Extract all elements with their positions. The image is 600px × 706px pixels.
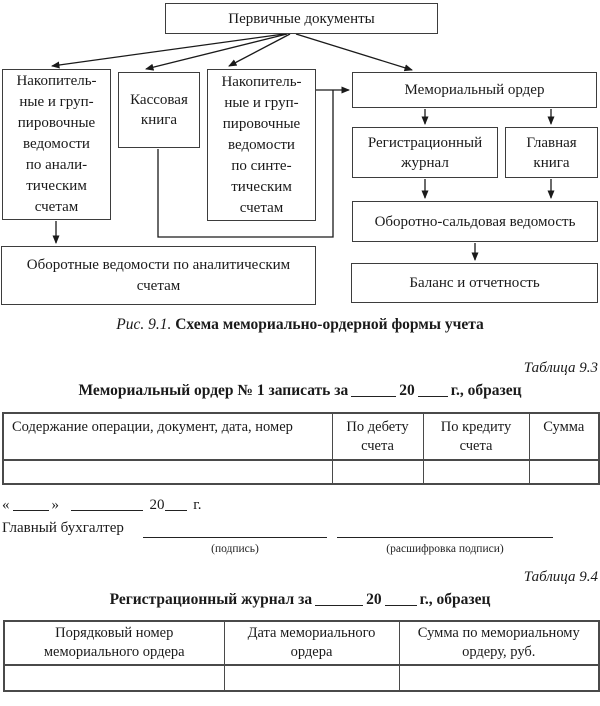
column-header-order-sum: Сумма по мемориальному ордеру, руб. xyxy=(398,620,600,666)
table-9-3-title-part2: г., образец xyxy=(450,382,522,399)
date-line: « » 20 г. xyxy=(2,497,201,514)
blank-line xyxy=(70,499,143,511)
table-cell xyxy=(398,664,600,692)
box-text-line: пировочные xyxy=(222,115,301,132)
figure-caption-number: Рис. 9.1. xyxy=(116,316,172,333)
flow-box-accum-analytic: Накопитель- ные и груп- пировочные ведом… xyxy=(2,69,111,220)
open-quote: « xyxy=(2,497,10,513)
column-header-debit: По дебету счета xyxy=(331,412,424,461)
arrow-primary-to-accum-synthetic xyxy=(228,33,291,67)
table-9-3-title-year: 20 xyxy=(399,382,415,399)
arrow-primary-to-cash-book xyxy=(145,33,288,71)
table-row xyxy=(3,664,600,692)
blank-line xyxy=(12,499,49,511)
flow-box-label: Мемориальный ордер xyxy=(404,82,545,98)
table-cell xyxy=(422,459,530,485)
table-9-4-tag: Таблица 9.4 xyxy=(523,569,598,585)
blank-line xyxy=(384,594,417,606)
box-text-line: счетам xyxy=(239,199,284,216)
box-text-line: тическим xyxy=(231,178,292,195)
signature-line xyxy=(143,537,327,538)
table-cell xyxy=(3,664,225,692)
column-header-content: Содержание операции, документ, дата, ном… xyxy=(2,412,333,461)
flow-box-label: Оборотные ведомости по аналитическим сче… xyxy=(26,256,291,294)
table-9-4-title-year: 20 xyxy=(366,591,382,608)
table-header-row: Содержание операции, документ, дата, ном… xyxy=(2,412,600,461)
flow-box-turnover-analytic: Оборотные ведомости по аналитическим сче… xyxy=(1,246,316,305)
table-cell xyxy=(528,459,600,485)
table-cell xyxy=(331,459,424,485)
figure-caption: Рис. 9.1. Схема мемориально-ордерной фор… xyxy=(0,316,600,334)
flow-box-accum-synthetic: Накопитель- ные и груп- пировочные ведом… xyxy=(207,69,316,221)
box-text-line: ные и груп- xyxy=(19,94,94,110)
flow-box-label: Баланс и отчетность xyxy=(409,275,540,291)
table-9-4-title: Регистрационный журнал за 20 г., образец xyxy=(0,591,600,609)
blank-line xyxy=(417,385,448,397)
flow-box-label: Главная книга xyxy=(526,134,577,171)
column-header-order-date: Дата мемориального ордера xyxy=(223,620,400,666)
memorial-order-table: Содержание операции, документ, дата, ном… xyxy=(2,412,600,485)
table-row xyxy=(2,459,600,485)
table-9-4-title-part1: Регистрационный журнал за xyxy=(109,591,313,608)
chief-accountant-label: Главный бухгалтер xyxy=(2,520,124,536)
box-text-line: тическим xyxy=(26,178,87,194)
flow-box-general-ledger: Главная книга xyxy=(505,127,598,178)
date-line-year: 20 xyxy=(149,497,165,513)
box-text-line: ные и груп- xyxy=(224,94,299,111)
box-text-line: по синте- xyxy=(231,157,292,174)
blank-line xyxy=(164,499,187,511)
flow-box-primary-documents: Первичные документы xyxy=(165,3,438,34)
flow-box-registration-journal: Регистрационный журнал xyxy=(352,127,498,178)
flow-box-memorial-order: Мемориальный ордер xyxy=(352,72,597,108)
table-cell xyxy=(223,664,400,692)
column-header-sum: Сумма xyxy=(528,412,600,461)
registration-journal-table: Порядковый номер мемориального ордера Да… xyxy=(3,620,600,692)
box-text-line: по анали- xyxy=(25,157,88,173)
blank-line xyxy=(315,594,364,606)
box-text-line: пировочные xyxy=(17,115,96,131)
table-9-3-title-part1: Мемориальный ордер № 1 записать за xyxy=(78,382,349,399)
close-quote: » xyxy=(51,497,60,513)
box-text-line: ведомости xyxy=(228,136,295,153)
flow-box-label: Первичные документы xyxy=(228,10,375,27)
signature-hint: (подпись) xyxy=(211,543,259,555)
arrow-primary-to-accum-analytic xyxy=(51,33,285,69)
transcript-hint: (расшифровка подписи) xyxy=(386,543,504,555)
figure-caption-text: Схема мемориально-ордерной формы учета xyxy=(175,316,484,333)
table-9-3-tag: Таблица 9.3 xyxy=(523,360,598,376)
column-header-credit: По кредиту счета xyxy=(422,412,530,461)
blank-line xyxy=(351,385,397,397)
column-header-order-number: Порядковый номер мемориального ордера xyxy=(3,620,225,666)
date-line-year-suffix: г. xyxy=(193,497,202,513)
transcript-line xyxy=(337,537,553,538)
table-cell xyxy=(2,459,333,485)
flow-box-cash-book: Кассовая книга xyxy=(118,72,200,148)
flow-box-label: Оборотно-сальдовая ведомость xyxy=(374,213,576,230)
flow-box-balance-and-reporting: Баланс и отчетность xyxy=(351,263,598,303)
box-text-line: ведомости xyxy=(23,136,90,152)
box-text-line: счетам xyxy=(34,199,79,215)
table-9-4-title-part2: г., образец xyxy=(419,591,491,608)
flow-box-label: Кассовая книга xyxy=(130,92,188,128)
table-9-3-title: Мемориальный ордер № 1 записать за 20 г., … xyxy=(0,382,600,400)
box-text-line: Накопитель- xyxy=(16,73,97,89)
flow-box-turnover-balance-sheet: Оборотно-сальдовая ведомость xyxy=(352,201,598,242)
box-text-line: Накопитель- xyxy=(221,73,302,90)
flow-box-label: Регистрационный журнал xyxy=(367,134,483,171)
arrow-primary-to-memorial-order xyxy=(295,33,413,72)
table-header-row: Порядковый номер мемориального ордера Да… xyxy=(3,620,600,666)
